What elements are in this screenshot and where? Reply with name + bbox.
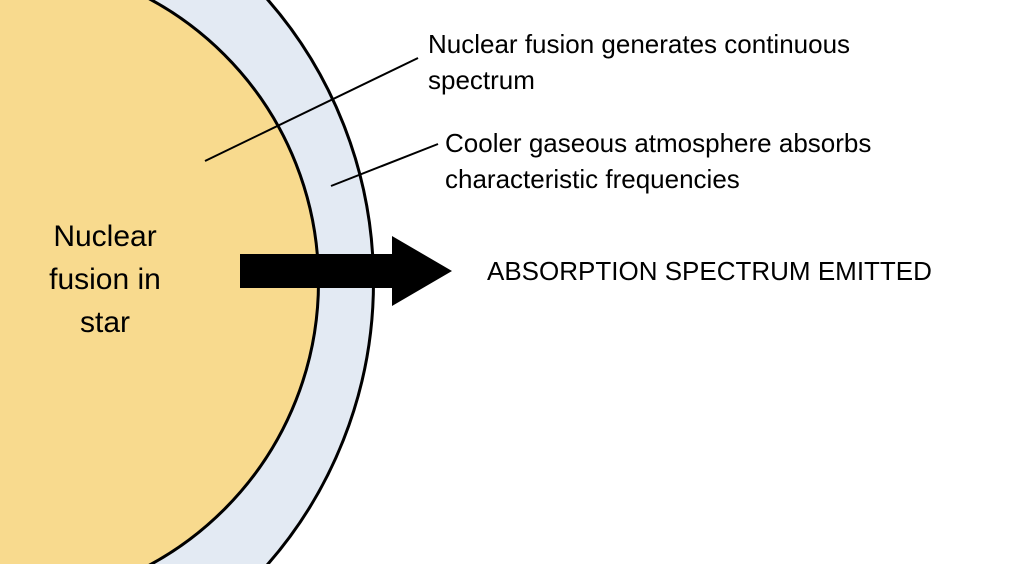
absorption-spectrum-label: ABSORPTION SPECTRUM EMITTED <box>487 256 932 286</box>
star-label: Nuclear fusion in star <box>49 220 161 339</box>
annotation-continuous-spectrum: Nuclear fusion generates continuous spec… <box>428 29 851 95</box>
annotation-atmosphere-absorbs: Cooler gaseous atmosphere absorbs charac… <box>445 128 872 194</box>
